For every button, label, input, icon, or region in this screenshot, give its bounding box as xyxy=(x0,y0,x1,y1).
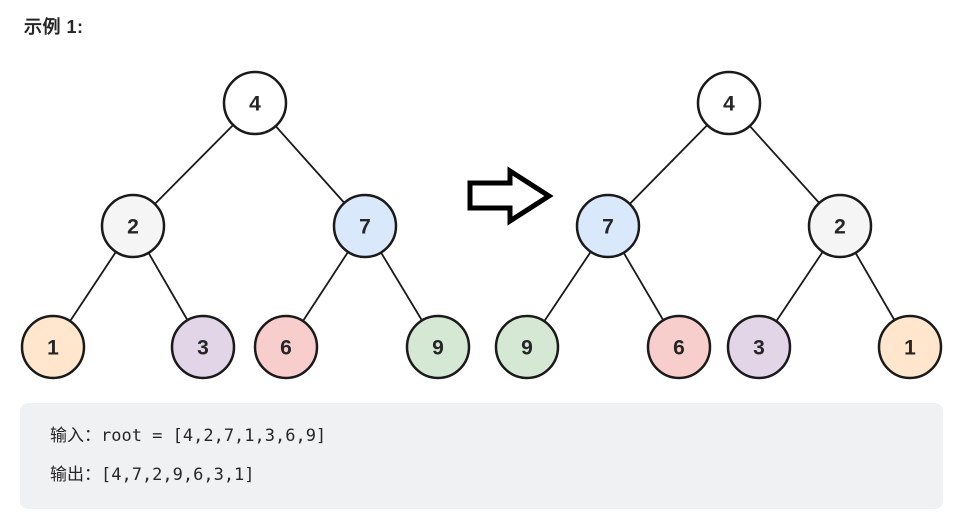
tree-node-value: 1 xyxy=(47,337,59,360)
tree-node-circle xyxy=(877,314,943,380)
tree-node-value: 7 xyxy=(602,216,614,239)
tree-node-circle xyxy=(807,193,873,259)
output-tree-node: 7 xyxy=(575,193,641,259)
output-tree-node: 3 xyxy=(726,314,792,380)
right-arrow-icon xyxy=(467,166,554,226)
tree-node-circle xyxy=(726,314,792,380)
output-label: 输出： xyxy=(50,465,101,485)
tree-node-circle xyxy=(170,314,236,380)
tree-node-value: 4 xyxy=(723,93,735,116)
tree-node-circle xyxy=(405,314,471,380)
tree-node-value: 6 xyxy=(673,337,685,360)
tree-diagram: 4 2 7 1 3 6 9 4 7 2 9 6 3 1 xyxy=(20,70,943,380)
input-tree-node: 9 xyxy=(405,314,471,380)
tree-node-value: 9 xyxy=(521,337,533,360)
tree-node-circle xyxy=(646,314,712,380)
input-label: 输入： xyxy=(50,426,101,446)
tree-node-value: 9 xyxy=(432,337,444,360)
output-tree-node: 1 xyxy=(877,314,943,380)
input-tree-node: 2 xyxy=(100,193,166,259)
input-tree-node: 3 xyxy=(170,314,236,380)
tree-node-circle xyxy=(332,193,398,259)
output-tree-node: 9 xyxy=(494,314,560,380)
output-tree-node: 4 xyxy=(696,70,762,136)
output-tree-node: 2 xyxy=(807,193,873,259)
tree-node-circle xyxy=(696,70,762,136)
tree-node-circle xyxy=(253,314,319,380)
tree-nodes-layer: 4 2 7 1 3 6 9 4 7 2 9 6 3 1 xyxy=(20,70,943,380)
tree-node-circle xyxy=(20,314,86,380)
tree-node-value: 2 xyxy=(834,216,846,239)
input-tree-node: 4 xyxy=(222,70,288,136)
tree-node-value: 2 xyxy=(127,216,139,239)
tree-node-circle xyxy=(222,70,288,136)
tree-node-value: 7 xyxy=(359,216,371,239)
input-tree-node: 6 xyxy=(253,314,319,380)
input-tree-node: 1 xyxy=(20,314,86,380)
tree-node-circle xyxy=(494,314,560,380)
example-io-block: 输入：root = [4,2,7,1,3,6,9] 输出：[4,7,2,9,6,… xyxy=(20,403,943,509)
tree-node-value: 6 xyxy=(280,337,292,360)
page-title: 示例 1: xyxy=(24,17,84,37)
output-value: [4,7,2,9,6,3,1] xyxy=(101,465,255,485)
output-tree-node: 6 xyxy=(646,314,712,380)
input-value: root = [4,2,7,1,3,6,9] xyxy=(101,426,327,446)
example-input-line: 输入：root = [4,2,7,1,3,6,9] xyxy=(50,417,943,456)
tree-node-value: 4 xyxy=(249,93,261,116)
tree-node-value: 3 xyxy=(197,337,209,360)
tree-node-value: 3 xyxy=(753,337,765,360)
tree-edges-layer xyxy=(52,102,911,348)
example-output-line: 输出：[4,7,2,9,6,3,1] xyxy=(50,456,943,495)
tree-node-value: 1 xyxy=(904,337,916,360)
tree-node-circle xyxy=(575,193,641,259)
input-tree-node: 7 xyxy=(332,193,398,259)
tree-node-circle xyxy=(100,193,166,259)
